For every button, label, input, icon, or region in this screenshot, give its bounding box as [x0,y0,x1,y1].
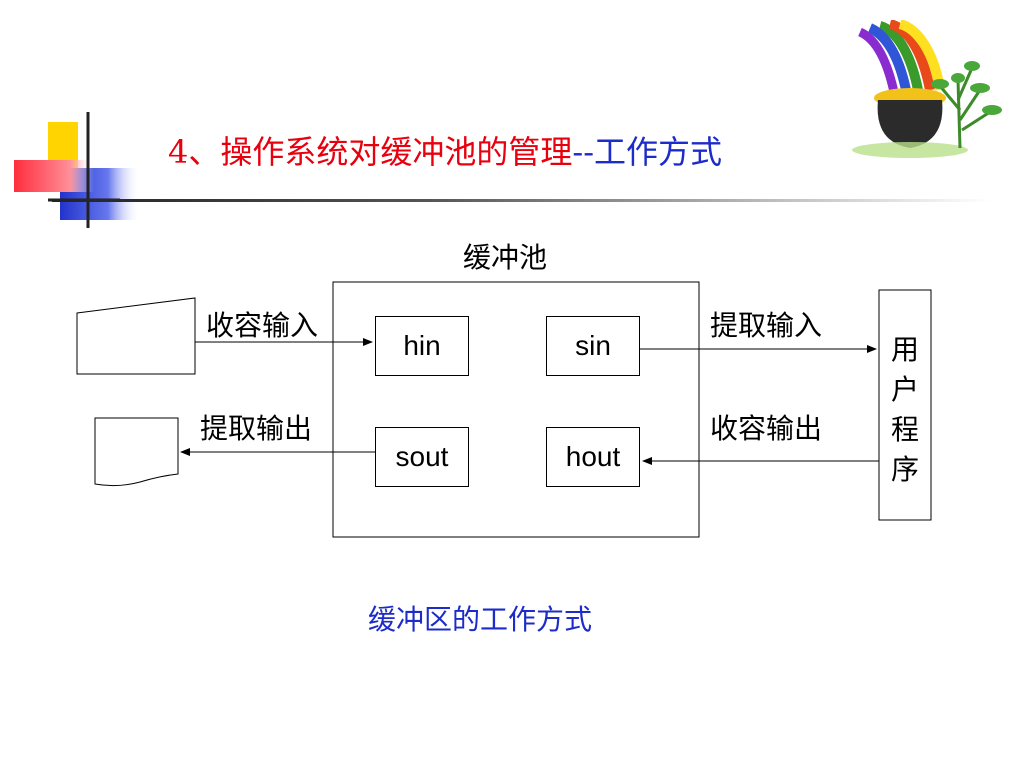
user-program-char: 户 [890,373,919,406]
page-title: 4、操作系统对缓冲池的管理--工作方式 [168,132,722,172]
output-document-icon [94,417,179,487]
diagram-caption: 缓冲区的工作方式 [368,603,593,636]
user-program-box [878,289,932,521]
input-device-icon [76,297,196,375]
hout-buffer: hout [546,427,640,487]
user-program-char: 用 [890,333,919,366]
extract-output-label: 提取输出 [200,412,313,445]
buffer-pool-label: 缓冲池 [463,241,548,274]
collect-output-label: 收容输出 [710,412,823,445]
title-divider [52,199,992,202]
collect-input-label: 收容输入 [206,309,319,342]
title-main: 4、操作系统对缓冲池的管理 [168,133,573,171]
hin-buffer: hin [375,316,469,376]
extract-input-label: 提取输入 [710,309,823,342]
user-program-char: 程 [890,413,919,446]
rainbow-pot-of-gold-clipart [852,20,1002,158]
sout-buffer: sout [375,427,469,487]
title-suffix: --工作方式 [572,133,723,171]
user-program-char: 序 [890,453,919,486]
user-program-label: 用 户 程 序 [879,330,931,490]
buffer-pool-frame [332,281,700,538]
sin-buffer: sin [546,316,640,376]
